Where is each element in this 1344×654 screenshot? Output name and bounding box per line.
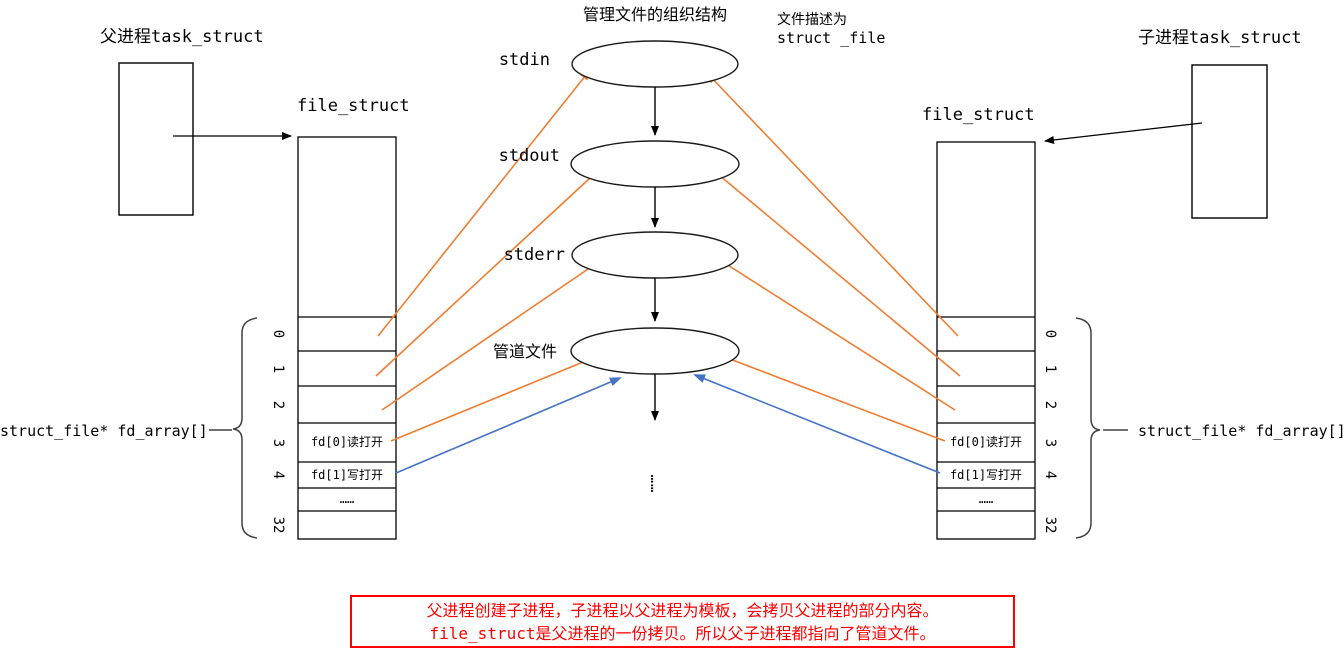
parent-fd-index-32: 32 xyxy=(270,516,286,534)
child-fd-array-brace xyxy=(1075,317,1128,539)
stdout-label: stdout xyxy=(498,146,560,166)
file-desc-note-line1: 文件描述为 xyxy=(777,12,847,28)
parent-task-struct-box xyxy=(118,62,194,216)
parent-fd0-cell: fd[0]读打开 xyxy=(310,435,384,449)
child-task-struct-box xyxy=(1191,64,1268,219)
stderr-ellipse xyxy=(571,231,739,279)
parent-fd-index-3: 3 xyxy=(270,438,286,448)
arrow-child-task-to-filestruct xyxy=(1044,122,1203,144)
child-fd-index-4: 4 xyxy=(1042,470,1058,480)
child-fd-array-label: struct_file* fd_array[] xyxy=(1138,422,1344,440)
child-fd-index-0: 0 xyxy=(1042,329,1058,339)
parent-fd1-cell: fd[1]写打开 xyxy=(310,468,384,482)
arrow-child-fd1-to-stdout xyxy=(705,163,961,377)
pipe-label: 管道文件 xyxy=(492,342,557,361)
child-fd-index-32: 32 xyxy=(1042,516,1058,534)
arrow-child-fd3-to-pipe xyxy=(712,352,946,442)
note-box: 父进程创建子进程，子进程以父进程为模板，会拷贝父进程的部分内容。 file_st… xyxy=(350,595,1015,648)
parent-fd-array-brace xyxy=(209,317,258,539)
stdin-label: stdin xyxy=(498,50,550,70)
arrow-parent-fd1-to-stdout xyxy=(375,164,605,377)
child-fd1-cell: fd[1]写打开 xyxy=(949,468,1023,482)
parent-fd-index-0: 0 xyxy=(270,329,286,339)
vertical-ellipsis: …… xyxy=(647,474,663,494)
parent-fd-index-2: 2 xyxy=(270,400,286,410)
child-fd-table-grid xyxy=(936,141,1036,540)
arrow-parent-fd2-to-stderr xyxy=(381,252,612,411)
note-box-line1: 父进程创建子进程，子进程以父进程为模板，会拷贝父进程的部分内容。 xyxy=(426,601,939,620)
stdin-ellipse xyxy=(571,40,739,88)
child-fd-arrows xyxy=(705,71,961,442)
child-fd-index-1: 1 xyxy=(1042,364,1058,374)
child-fd-index-2: 2 xyxy=(1042,400,1058,410)
parent-fd-index-4: 4 xyxy=(270,470,286,480)
child-ellipsis-cell: …… xyxy=(978,492,994,506)
child-fd0-cell: fd[0]读打开 xyxy=(949,435,1023,449)
parent-ellipsis-cell: …… xyxy=(339,492,355,506)
parent-task-label: 父进程task_struct xyxy=(100,27,264,47)
arrow-parent-fd4-to-pipe xyxy=(395,377,622,474)
diagram-title: 管理文件的组织结构 xyxy=(582,5,727,24)
parent-fd-arrows xyxy=(375,68,612,442)
stderr-label: stderr xyxy=(503,245,565,265)
file-desc-note-line2: struct _file xyxy=(777,29,886,47)
child-file-struct-label: file_struct xyxy=(922,105,1035,125)
parent-file-struct-label: file_struct xyxy=(297,96,410,116)
stdout-ellipse xyxy=(570,140,740,188)
file-desc-note: 文件描述为 struct _file xyxy=(777,11,885,47)
arrow-parent-fd3-to-pipe xyxy=(390,352,607,442)
arrow-child-fd4-to-pipe xyxy=(693,374,941,474)
arrow-parent-fd0-to-stdin xyxy=(377,68,592,337)
parent-fd-index-1: 1 xyxy=(270,364,286,374)
arrow-child-fd0-to-stdin xyxy=(705,71,959,337)
arrow-child-fd2-to-stderr xyxy=(710,253,956,411)
child-fd-index-3: 3 xyxy=(1042,438,1058,448)
note-box-line2: file_struct是父进程的一份拷贝。所以父子进程都指向了管道文件。 xyxy=(429,624,936,643)
parent-fd-array-label: struct_file* fd_array[] xyxy=(0,422,208,440)
child-task-label: 子进程task_struct xyxy=(1138,28,1302,48)
parent-fd-table-grid xyxy=(297,136,397,540)
file-node-ellipses xyxy=(570,40,740,375)
pipe-ellipse xyxy=(570,327,740,375)
